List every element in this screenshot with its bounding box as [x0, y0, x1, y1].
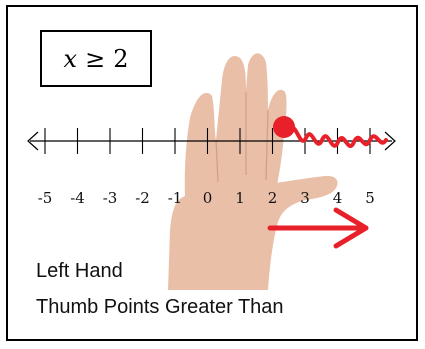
- tick-label: -3: [103, 189, 118, 207]
- right-arrowhead: [384, 131, 396, 151]
- inequality-value: 2: [113, 44, 129, 73]
- hand-image: [168, 53, 338, 290]
- inequality-box: x ≥ 2: [40, 30, 152, 87]
- tick-label: 0: [203, 189, 213, 207]
- caption-line-2: Thumb Points Greater Than: [36, 296, 284, 318]
- inequality-variable: x: [63, 44, 78, 73]
- tick-labels: -5 -4 -3 -2 -1 0 1 2 3 4 5: [38, 189, 375, 207]
- inequality-symbol: ≥: [85, 44, 106, 73]
- tick-label: 3: [300, 189, 310, 207]
- closed-dot-icon: [273, 116, 295, 138]
- left-arrowhead: [27, 131, 39, 151]
- squiggle-shading-icon: [288, 125, 388, 148]
- caption-line-1: Left Hand: [36, 260, 123, 282]
- tick-label: -1: [168, 189, 183, 207]
- tick-label: -5: [38, 189, 53, 207]
- tick-label: 1: [235, 189, 245, 207]
- tick-label: 2: [268, 189, 278, 207]
- tick-marks: [44, 128, 371, 154]
- tick-label: 4: [333, 189, 343, 207]
- tick-label: 5: [365, 189, 375, 207]
- arrow-right-icon: [267, 207, 369, 249]
- tick-label: -2: [135, 189, 150, 207]
- tick-label: -4: [70, 189, 85, 207]
